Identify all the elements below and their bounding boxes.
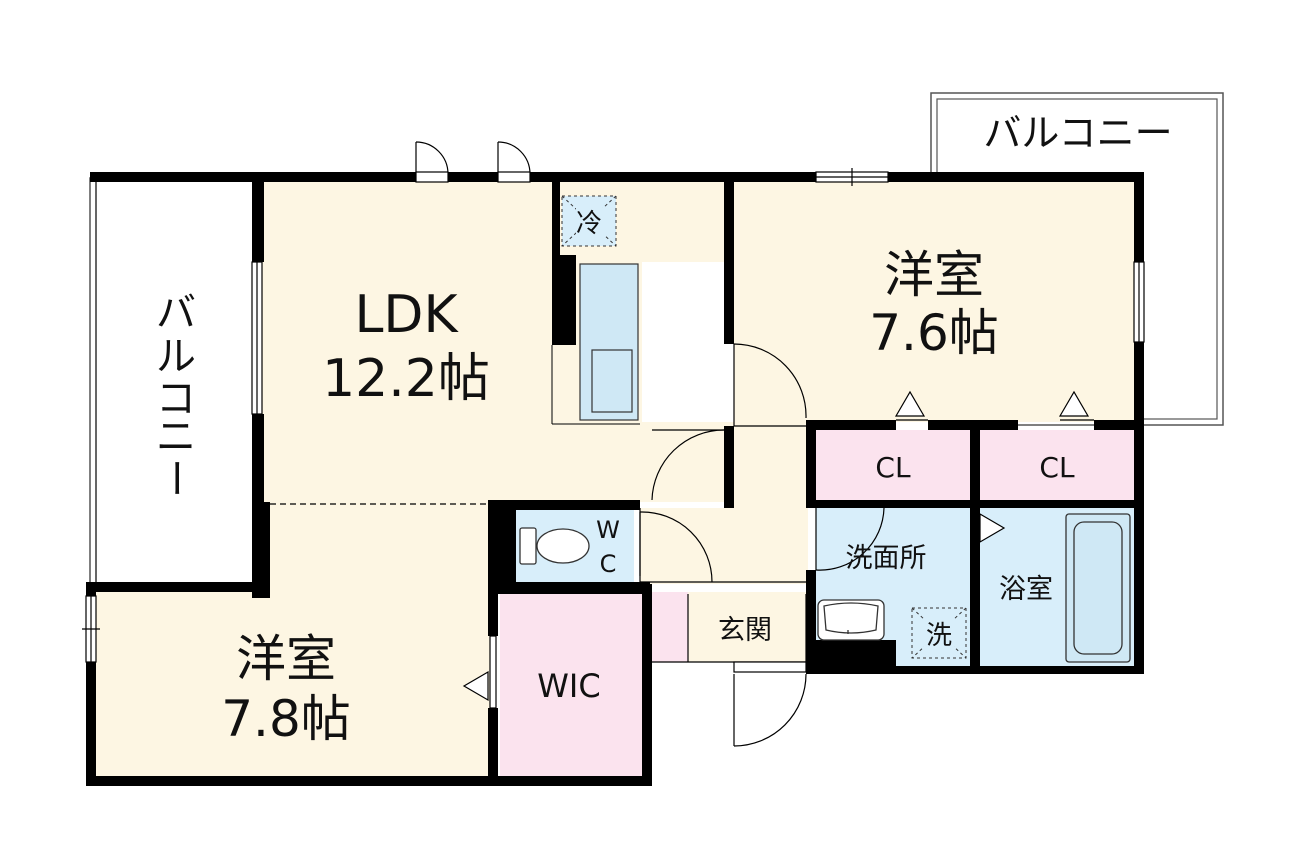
- balcony-left: [89, 177, 261, 589]
- closet-2-floor: [980, 430, 1134, 500]
- wc-label-w: W: [596, 516, 620, 544]
- western-right-name: 洋室: [884, 246, 984, 304]
- closet-2-label: CL: [1039, 451, 1075, 484]
- bathroom-label: 浴室: [999, 574, 1053, 605]
- hall-floor-2: [640, 508, 808, 584]
- doors: [415, 141, 885, 747]
- western-left-name: 洋室: [236, 630, 336, 688]
- wash-basin: [817, 599, 885, 641]
- entrance-step: [652, 592, 688, 662]
- entrance-label: 玄関: [718, 615, 772, 646]
- balcony-left-char: ニ: [156, 414, 196, 460]
- washer-space: [911, 607, 967, 659]
- windows: [82, 168, 1145, 663]
- balcony-left-char: コ: [156, 376, 196, 422]
- bathtub: [1065, 513, 1131, 663]
- entrance-floor: [688, 592, 806, 662]
- balcony-top-label: バルコニー: [983, 111, 1172, 155]
- closet-1-label: CL: [875, 451, 911, 484]
- thin-lines: [270, 345, 807, 663]
- ldk-size: 12.2帖: [322, 349, 490, 409]
- washroom-label: 洗面所: [846, 543, 927, 574]
- washer-label: 洗: [926, 621, 952, 651]
- fridge-label: 冷: [576, 209, 602, 239]
- western-left-size: 7.8帖: [221, 690, 351, 748]
- balcony-left-char: バ: [156, 290, 196, 336]
- western-right-size: 7.6帖: [869, 304, 999, 362]
- balcony-left-label: バ ル コ ニ ー: [152, 290, 198, 498]
- ldk-name: LDK: [354, 285, 459, 345]
- wic-floor: [500, 594, 642, 776]
- kitchen-counter: [579, 263, 639, 421]
- balcony-left-char: ー: [152, 458, 198, 498]
- walls: [86, 172, 1144, 786]
- toilet: [519, 527, 590, 565]
- fridge-space: [561, 195, 617, 247]
- closet-1-floor: [816, 430, 972, 500]
- balcony-left-char: ル: [156, 334, 196, 380]
- western-left-floor: [96, 502, 492, 778]
- western-right-floor: [734, 182, 1134, 422]
- wc-label-c: C: [600, 550, 617, 578]
- wic-label: WIC: [537, 667, 600, 705]
- door-markers: [462, 390, 1094, 702]
